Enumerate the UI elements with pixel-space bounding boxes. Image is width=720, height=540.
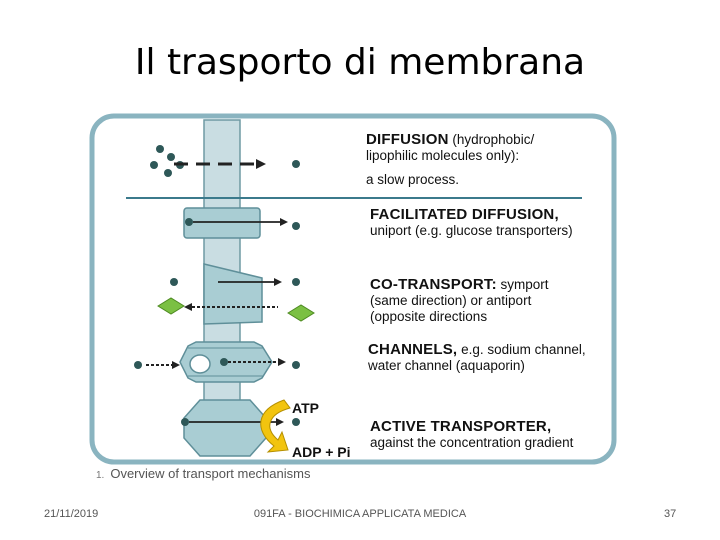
molecule-dot — [167, 153, 175, 161]
footer-page-number: 37 — [664, 508, 677, 520]
label-facilitated-diffusion: FACILITATED DIFFUSION, uniport (e.g. glu… — [370, 207, 573, 239]
molecule-dot — [292, 361, 300, 369]
label-heading: FACILITATED DIFFUSION, — [370, 206, 559, 223]
arrow-head — [172, 361, 180, 369]
molecule-dot — [170, 278, 178, 286]
label-line: uniport (e.g. glucose transporters) — [370, 223, 573, 238]
ligand-diamond — [157, 297, 185, 315]
adp-pi-label: ADP + Pi — [292, 444, 351, 460]
transport-diagram: DIFFUSION (hydrophobic/ lipophilic molec… — [88, 112, 628, 492]
label-heading: ACTIVE TRANSPORTER, — [370, 418, 552, 435]
footer-course: 091FA - BIOCHIMICA APPLICATA MEDICA — [253, 508, 467, 520]
label-line: (same direction) or antiport — [370, 293, 532, 308]
channels-row — [134, 341, 300, 383]
figure-caption: 1. Overview of transport mechanisms — [96, 466, 310, 481]
arrow-head — [256, 159, 266, 169]
channel-pore — [189, 354, 211, 374]
molecule-dot — [292, 278, 300, 286]
label-line: a slow process. — [366, 172, 460, 187]
label-line: lipophilic molecules only): — [366, 148, 520, 163]
label-active-transporter: ACTIVE TRANSPORTER, against the concentr… — [370, 419, 573, 451]
uniport-protein — [183, 207, 261, 239]
molecule-dot — [150, 161, 158, 169]
label-rest: e.g. sodium channel, — [457, 342, 586, 357]
label-co-transport: CO-TRANSPORT: symport (same direction) o… — [370, 277, 549, 325]
molecule-dot — [185, 218, 193, 226]
arrow-head — [274, 278, 282, 286]
label-line: (opposite directions — [370, 309, 488, 324]
arrow-head — [280, 218, 288, 226]
label-heading: CO-TRANSPORT: — [370, 276, 497, 293]
footer-date: 21/11/2019 — [44, 508, 99, 520]
facilitated-row — [183, 207, 300, 239]
diagram-artwork — [89, 113, 617, 465]
molecule-dot — [156, 145, 164, 153]
label-line: water channel (aquaporin) — [368, 358, 525, 373]
molecule-dot — [292, 418, 300, 426]
label-rest: symport — [496, 277, 549, 292]
page-title: Il trasporto di membrana — [134, 42, 586, 83]
atp-label: ATP — [292, 400, 319, 416]
diagram-frame — [89, 113, 617, 465]
arrow-head — [184, 303, 192, 311]
atp-hydrolysis-arrow — [260, 399, 291, 453]
caption-text: Overview of transport mechanisms — [110, 466, 311, 481]
label-rest: (hydrophobic/ — [448, 132, 535, 147]
molecule-dot — [164, 169, 172, 177]
cotransport-row — [157, 263, 315, 325]
molecule-dot — [220, 358, 228, 366]
molecule-dot — [134, 361, 142, 369]
label-diffusion: DIFFUSION (hydrophobic/ lipophilic molec… — [366, 132, 534, 188]
caption-number: 1. — [96, 470, 105, 481]
label-heading: DIFFUSION — [366, 131, 449, 148]
label-channels: CHANNELS, e.g. sodium channel, water cha… — [368, 342, 586, 374]
arrow-head — [276, 418, 284, 426]
arrow-head — [278, 358, 286, 366]
atpase-protein — [183, 399, 267, 457]
diffusion-row — [150, 145, 300, 177]
molecule-dot — [292, 160, 300, 168]
active-transport-row — [181, 399, 300, 457]
cotransporter-protein — [203, 263, 263, 325]
molecule-dot — [181, 418, 189, 426]
label-line: against the concentration gradient — [370, 435, 574, 450]
molecule-dot — [292, 222, 300, 230]
ligand-diamond — [287, 304, 315, 322]
label-heading: CHANNELS, — [368, 341, 458, 358]
